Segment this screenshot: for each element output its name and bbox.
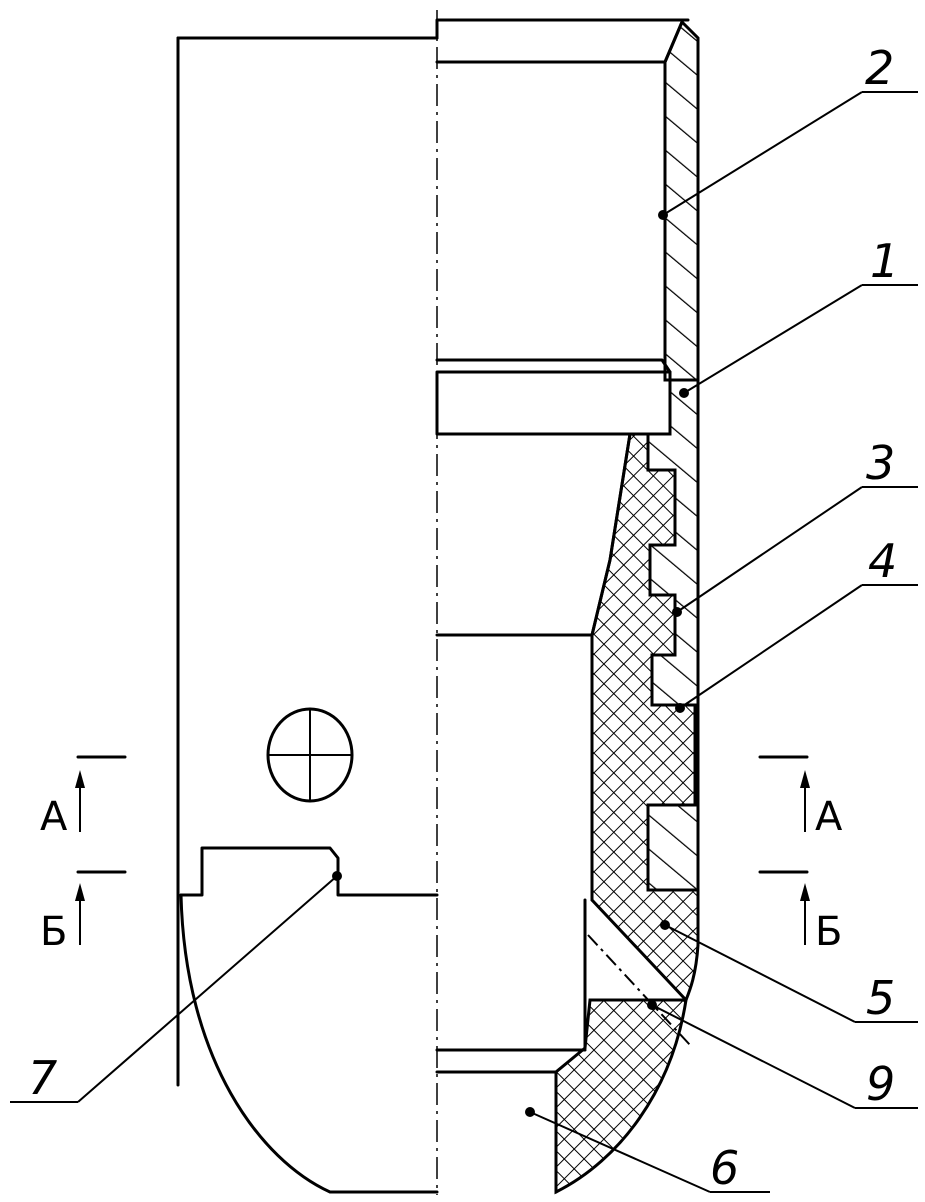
part-2-section xyxy=(663,19,700,382)
callout-3: 3 xyxy=(672,436,918,617)
part-6-section xyxy=(554,998,688,1195)
section-marker-a-left: А xyxy=(40,755,127,840)
callout-5: 5 xyxy=(660,920,918,1025)
callout-7: 7 xyxy=(10,871,342,1105)
cross-hole-symbol xyxy=(266,707,354,803)
callout-5-label: 5 xyxy=(866,971,895,1025)
callout-4-label: 4 xyxy=(868,534,897,588)
exterior-view xyxy=(176,36,439,1194)
callout-9: 9 xyxy=(647,1000,918,1111)
section-b-right-label: Б xyxy=(815,909,842,955)
callout-1: 1 xyxy=(679,234,918,398)
section-marker-a-right: А xyxy=(758,755,843,840)
section-view xyxy=(435,18,700,1195)
callout-9-label: 9 xyxy=(866,1057,895,1111)
callout-1-label: 1 xyxy=(870,234,899,288)
section-b-left-label: Б xyxy=(40,909,67,955)
section-marker-b-left: Б xyxy=(40,870,127,955)
callout-6-label: 6 xyxy=(710,1141,739,1195)
callout-3-label: 3 xyxy=(866,436,895,490)
callout-2: 2 xyxy=(658,41,918,220)
section-a-left-label: А xyxy=(40,794,68,840)
section-marker-b-right: Б xyxy=(758,870,842,955)
callout-7-label: 7 xyxy=(28,1051,57,1105)
callout-6: 6 xyxy=(525,1107,770,1195)
callout-4: 4 xyxy=(675,534,918,713)
section-a-right-label: А xyxy=(815,794,843,840)
callout-2-label: 2 xyxy=(865,41,894,95)
